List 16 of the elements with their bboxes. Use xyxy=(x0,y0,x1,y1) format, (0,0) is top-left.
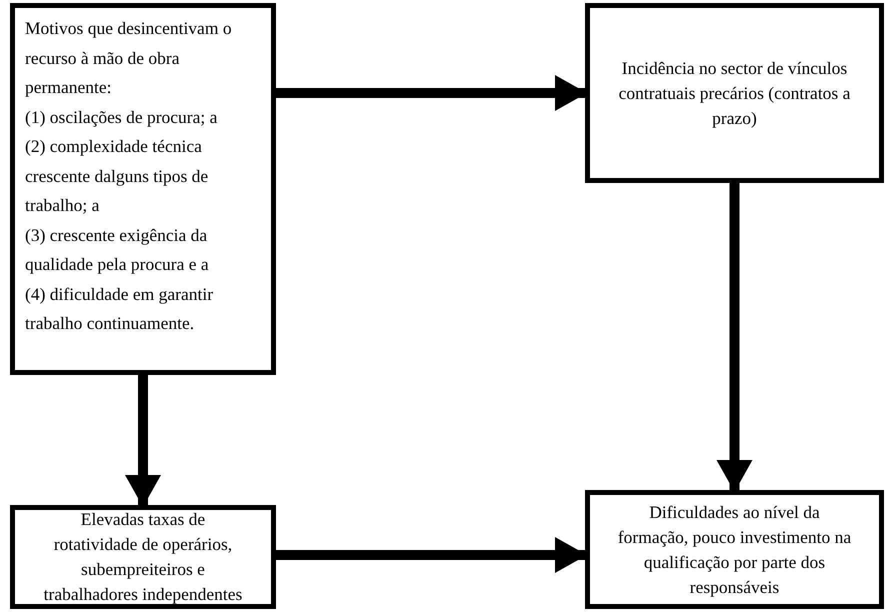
arrow xyxy=(276,75,587,111)
arrow xyxy=(276,537,587,573)
box-text: (3) crescente exigência da qualidade pela procura e a xyxy=(25,224,210,276)
arrow xyxy=(125,375,161,507)
box-text: Elevadas taxas de rotatividade de operários, subempreiteiros e trabalhadores independentes xyxy=(42,508,244,606)
box-text: Motivos que desincentivam o recurso à mão de obra permanente: xyxy=(25,17,233,99)
box-text: (1) oscilações de procura; a xyxy=(25,106,218,129)
box-text: (2) complexidade técnica crescente dalguns tipos de trabalho; a xyxy=(25,135,210,217)
box-text: Incidência no sector de vínculos contratuais precários (contratos a prazo) xyxy=(618,56,852,130)
box-text: Dificuldades ao nível da formação, pouco investimento na qualificação por parte dos responsáveis xyxy=(616,500,852,599)
text-box xyxy=(585,3,884,183)
text-box xyxy=(10,505,276,609)
box-text: (4) dificuldade em garantir trabalho continuamente. xyxy=(25,282,214,335)
text-box xyxy=(585,490,884,609)
arrow xyxy=(716,183,752,492)
text-box xyxy=(10,3,276,375)
